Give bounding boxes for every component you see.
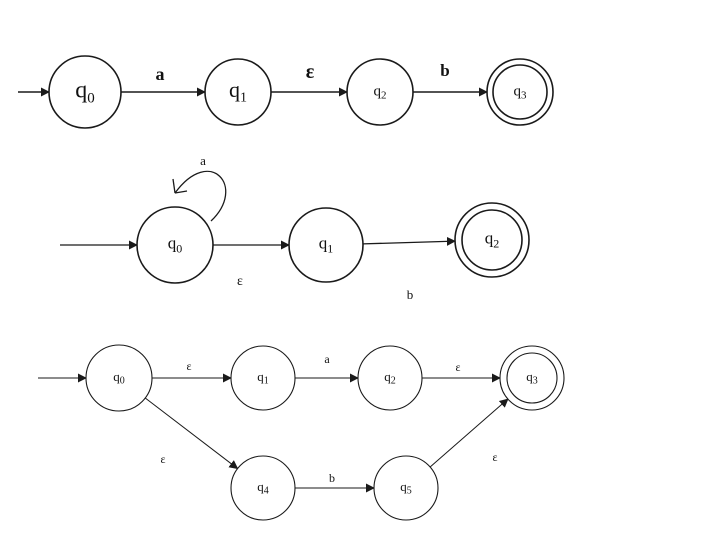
state-circle: [288, 207, 364, 283]
nfa-2-state-q1: q1: [288, 207, 364, 283]
nfa-3-edge-label-q0-q1: ε: [186, 359, 191, 373]
nfa-3-state-q5: q5: [373, 455, 439, 521]
nfa-3-state-q0-label: q0: [113, 369, 125, 387]
nfa-3-state-q2: q2: [357, 345, 423, 411]
nfa-1-state-q3-label: q3: [514, 83, 528, 101]
state-circle: [346, 58, 414, 126]
nfa-1-state-q0-label: q0: [75, 77, 95, 106]
nfa-3-state-q4-label: q4: [257, 479, 269, 497]
nfa-1-state-q0: q0: [48, 55, 122, 129]
nfa-3-edge-q0-q4: [144, 397, 239, 470]
state-circle: [230, 345, 296, 411]
diagram-layer: a ε b q0 q1 q2 q3 a ε b q0 q1 q2 ε a ε ε b ε q0 q1 q2 q3 q4 q5: [18, 55, 565, 521]
nfa-2-state-q0-label: q0: [168, 234, 183, 256]
nfa-1-state-q2-label: q2: [374, 83, 387, 101]
nfa-1-edge-label-q2-q3: b: [440, 61, 449, 80]
nfa-3-edge-label-q5-q3: ε: [492, 450, 497, 464]
nfa-3-edge-label-q4-q5: b: [329, 471, 335, 485]
nfa-2-state-q2: q2: [454, 202, 530, 278]
nfa-1-edge-label-q0-q1: a: [156, 64, 165, 84]
nfa-1-state-q3: q3: [486, 58, 554, 126]
nfa-1-state-q2: q2: [346, 58, 414, 126]
state-circle: [48, 55, 122, 129]
accepting-state-inner-circle: [492, 64, 548, 120]
nfa-3-state-q2-label: q2: [384, 369, 396, 387]
nfa-2-edge-label-q0-q0: a: [200, 153, 206, 168]
accepting-state-inner-circle: [506, 352, 558, 404]
nfa-3-state-q3: q3: [499, 345, 565, 411]
nfa-3-edge-q5-q3: [429, 398, 509, 468]
nfa-3-edge-label-q0-q4: ε: [160, 452, 165, 466]
state-circle: [230, 455, 296, 521]
nfa-3-state-q1-label: q1: [257, 369, 269, 387]
nfa-3-edge-label-q2-q3: ε: [455, 360, 460, 374]
nfa-1-state-q1: q1: [204, 58, 272, 126]
nfa-1-state-q1-label: q1: [229, 77, 247, 106]
nfa-2-self-loop-arrowhead: [172, 178, 188, 194]
accepting-state-inner-circle: [461, 209, 523, 271]
nfa-3-diagram: ε a ε ε b ε q0 q1 q2 q3 q4 q5: [38, 344, 565, 521]
nfa-3-state-q0: q0: [85, 344, 153, 412]
nfa-2-state-q0: q0: [136, 206, 214, 284]
nfa-3-state-q3-label: q3: [526, 369, 538, 387]
state-circle: [136, 206, 214, 284]
nfa-3-state-q1: q1: [230, 345, 296, 411]
state-circle: [357, 345, 423, 411]
nfa-3-edge-label-q1-q2: a: [324, 352, 330, 366]
nfa-2-edge-label-q1-q2: b: [407, 287, 414, 302]
state-circle: [373, 455, 439, 521]
nfa-3-state-q5-label: q5: [400, 479, 412, 497]
nfa-1-diagram: a ε b q0 q1 q2 q3: [18, 55, 554, 129]
nfa-2-self-loop-q0: [174, 170, 227, 222]
nfa-1-edge-label-q1-q2: ε: [306, 61, 315, 83]
nfa-3-state-q4: q4: [230, 455, 296, 521]
nfa-2-edge-q1-q2: [362, 236, 456, 246]
nfa-2-state-q1-label: q1: [319, 234, 334, 256]
state-circle: [85, 344, 153, 412]
nfa-2-edge-label-q0-q1: ε: [237, 274, 243, 289]
nfa-2-state-q2-label: q2: [485, 229, 500, 251]
nfa-2-diagram: a ε b q0 q1 q2: [60, 153, 530, 302]
state-circle: [204, 58, 272, 126]
